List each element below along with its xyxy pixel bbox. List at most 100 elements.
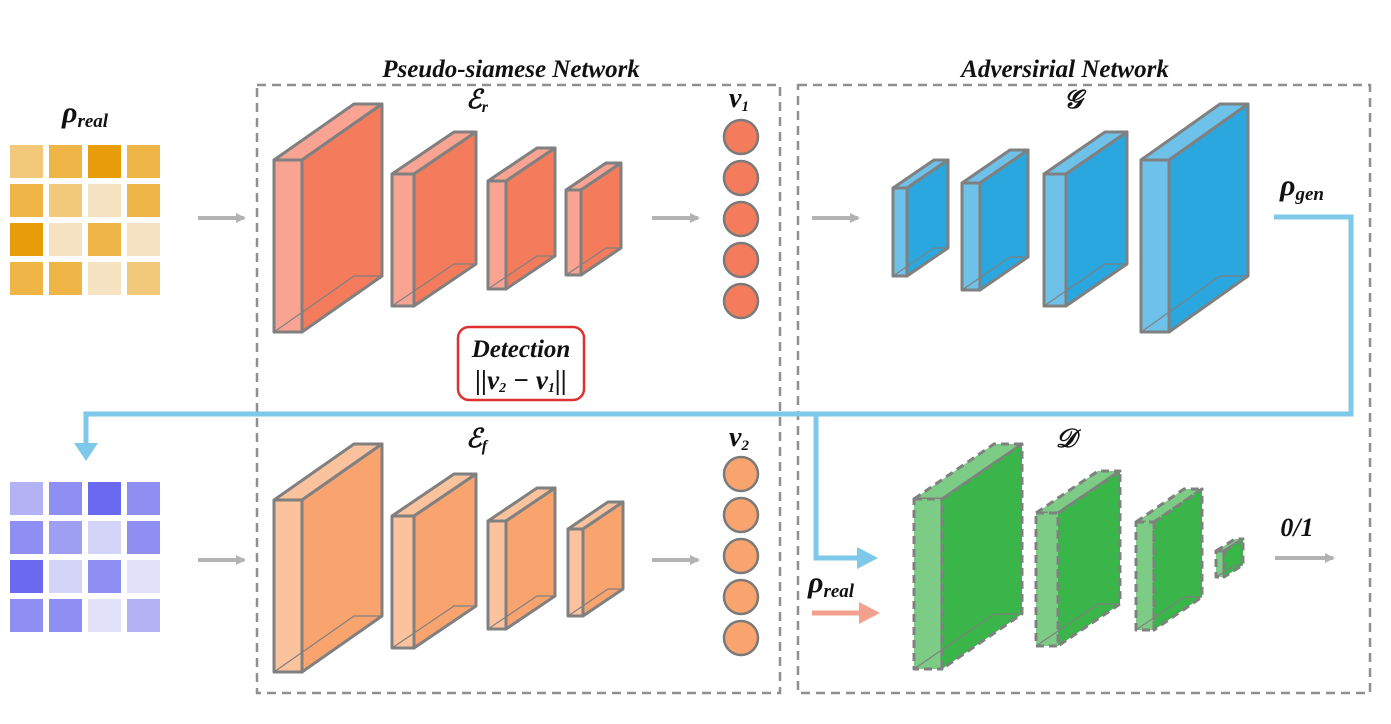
generator-layer-3 bbox=[1042, 130, 1129, 308]
real-matrix-cell bbox=[88, 145, 121, 178]
encoder-fake-layer-4 bbox=[566, 500, 625, 618]
generated-input-matrix bbox=[10, 482, 160, 632]
vector-1-base: v bbox=[729, 83, 742, 114]
pseudo-siamese-title: Pseudo-siamese Network bbox=[381, 56, 640, 83]
vector-1-node bbox=[722, 159, 760, 197]
formula-mid: − v bbox=[506, 365, 549, 395]
vector-1-node bbox=[722, 200, 760, 238]
gen-output-flow-arrowhead bbox=[74, 443, 98, 461]
discriminator-layer-1 bbox=[912, 442, 1024, 671]
gen-matrix-cell bbox=[49, 599, 82, 632]
rho-gen-label: ρgen bbox=[1279, 169, 1324, 205]
gen-matrix-cell bbox=[88, 482, 121, 515]
gen-matrix-cell bbox=[10, 521, 43, 554]
discriminator-layer-2 bbox=[1034, 469, 1122, 648]
gen-matrix-cell bbox=[127, 521, 160, 554]
gen-to-discriminator-flow-line bbox=[813, 414, 858, 561]
gen-matrix-cell bbox=[88, 560, 121, 593]
generator-label: 𝒢 bbox=[1064, 85, 1087, 114]
vector-1-node bbox=[722, 241, 760, 279]
real-matrix-cell bbox=[10, 145, 43, 178]
formula-sub-2: 2 bbox=[498, 381, 506, 396]
generator-layer-1 bbox=[891, 158, 950, 278]
encoder-real-base: ℰ bbox=[466, 85, 485, 114]
generator-layer-4 bbox=[1139, 102, 1250, 334]
real-matrix-cell bbox=[88, 184, 121, 217]
vector-1-sub: 1 bbox=[741, 99, 749, 115]
encoder-real-label: ℰr bbox=[466, 85, 489, 116]
real-matrix-cell bbox=[49, 184, 82, 217]
gen-output-flow-line bbox=[83, 214, 1354, 444]
vector-1-node bbox=[722, 118, 760, 156]
gen-matrix-cell bbox=[10, 599, 43, 632]
discriminator-layer-3 bbox=[1134, 487, 1204, 632]
real-matrix-cell bbox=[88, 223, 121, 256]
rho-real-top-base: ρ bbox=[61, 96, 77, 129]
vector-2-node bbox=[722, 455, 760, 493]
real-matrix-cell bbox=[88, 262, 121, 295]
real-matrix-cell bbox=[127, 145, 160, 178]
rho-real-top-sub: real bbox=[77, 111, 108, 132]
vector-2-node bbox=[722, 619, 760, 657]
real-matrix-cell bbox=[10, 184, 43, 217]
gen-matrix-cell bbox=[10, 560, 43, 593]
real-matrix-cell bbox=[49, 223, 82, 256]
encoder-real-layer-4 bbox=[564, 161, 623, 277]
discriminator-label: 𝒟 bbox=[1056, 424, 1082, 453]
real-matrix-cell bbox=[10, 223, 43, 256]
rho-real-bottom-label: ρreal bbox=[807, 566, 855, 602]
vector-1-label: v1 bbox=[729, 83, 749, 115]
encoder-real-layer-2 bbox=[390, 130, 478, 308]
gen-matrix-cell bbox=[49, 521, 82, 554]
vector-2-node bbox=[722, 496, 760, 534]
encoder-fake-layer-1 bbox=[272, 442, 384, 674]
detection-formula: ||v2 − v1|| bbox=[475, 365, 567, 396]
rho-gen-sub: gen bbox=[1294, 184, 1324, 205]
vector-1-node bbox=[722, 282, 760, 320]
vector-2-base: v bbox=[729, 422, 742, 453]
formula-right: || bbox=[555, 365, 567, 395]
vector-2-label: v2 bbox=[729, 422, 749, 454]
encoder-fake-label: ℰf bbox=[466, 424, 489, 455]
generator-layers bbox=[891, 102, 1250, 334]
gen-matrix-cell bbox=[10, 482, 43, 515]
encoder-fake-layers bbox=[272, 442, 625, 674]
real-matrix-cell bbox=[10, 262, 43, 295]
encoder-real-layer-1 bbox=[272, 102, 384, 334]
encoder-fake-sub: f bbox=[482, 438, 489, 455]
output-label: 0/1 bbox=[1280, 513, 1313, 542]
vector-2-node bbox=[722, 537, 760, 575]
encoder-fake-base: ℰ bbox=[466, 424, 485, 453]
rho-real-top-label: ρreal bbox=[61, 96, 109, 132]
encoder-fake-layer-2 bbox=[390, 472, 478, 650]
rho-gen-base: ρ bbox=[1279, 169, 1295, 202]
encoder-real-layers bbox=[272, 102, 623, 334]
gen-matrix-cell bbox=[127, 560, 160, 593]
vector-2-node bbox=[722, 578, 760, 616]
vector-2-nodes bbox=[722, 455, 760, 657]
gen-to-discriminator-arrowhead bbox=[857, 547, 878, 569]
rho-real-bottom-base: ρ bbox=[807, 566, 823, 599]
encoder-real-sub: r bbox=[482, 99, 489, 116]
detection-title: Detection bbox=[471, 336, 571, 363]
real-input-matrix bbox=[10, 145, 160, 295]
discriminator-layer-4 bbox=[1214, 537, 1245, 579]
formula-left: ||v bbox=[475, 365, 500, 395]
pseudo-siamese-frame bbox=[255, 83, 782, 695]
encoder-fake-layer-3 bbox=[486, 486, 557, 631]
rho-real-bottom-sub: real bbox=[823, 581, 854, 602]
real-matrix-cell bbox=[49, 145, 82, 178]
adversarial-frame bbox=[796, 83, 1372, 695]
real-matrix-cell bbox=[127, 184, 160, 217]
real-matrix-cell bbox=[49, 262, 82, 295]
adversarial-title: Adversirial Network bbox=[959, 56, 1169, 83]
gen-matrix-cell bbox=[49, 482, 82, 515]
formula-sub-1: 1 bbox=[548, 381, 555, 396]
generator-layer-2 bbox=[960, 148, 1030, 292]
gen-matrix-cell bbox=[49, 560, 82, 593]
detection-box bbox=[456, 325, 586, 402]
real-matrix-cell bbox=[127, 262, 160, 295]
vector-1-nodes bbox=[722, 118, 760, 320]
gen-matrix-cell bbox=[127, 599, 160, 632]
